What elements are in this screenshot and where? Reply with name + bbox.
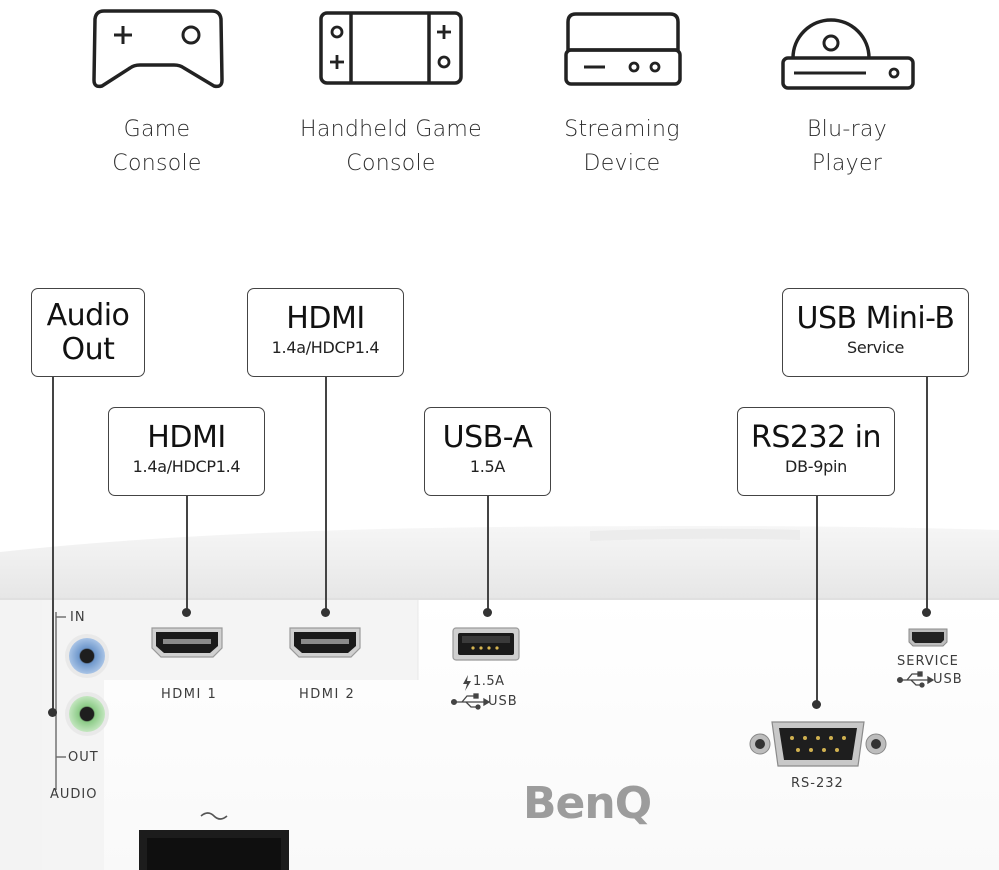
usb-a-port — [452, 627, 520, 661]
audio-in-jack — [65, 634, 109, 678]
callout-audio-out: Audio Out — [31, 288, 145, 377]
usb-symbol-icon — [450, 693, 491, 710]
power-inlet — [139, 812, 289, 870]
audio-out-label: OUT — [68, 750, 99, 765]
leader-dot-rs232 — [812, 700, 821, 709]
usb-mini-b-port — [908, 628, 948, 647]
leader-usb-mini-b — [926, 377, 928, 612]
hdmi1-label: HDMI 1 — [161, 687, 218, 702]
audio-label: AUDIO — [50, 787, 98, 802]
leader-audio-out — [52, 377, 54, 713]
streaming-device-icon — [564, 12, 682, 86]
rs232-label: RS-232 — [791, 776, 844, 791]
callout-hdmi-2: HDMI 1.4a/HDCP1.4 — [247, 288, 404, 377]
leader-dot-hdmi-2 — [321, 608, 330, 617]
leader-hdmi-2 — [325, 377, 327, 612]
service-label: SERVICE — [897, 654, 959, 669]
game-console-icon — [92, 9, 224, 89]
audio-in-label: IN — [70, 610, 86, 625]
leader-dot-hdmi-1 — [182, 608, 191, 617]
usb-power-label: 1.5A — [473, 674, 505, 689]
callout-hdmi-1: HDMI 1.4a/HDCP1.4 — [108, 407, 265, 496]
leader-hdmi-1 — [186, 496, 188, 612]
callout-usb-a: USB-A 1.5A — [424, 407, 551, 496]
leader-dot-usb-a — [483, 608, 492, 617]
service-usb-symbol-icon — [896, 671, 935, 688]
hdmi-2-port — [289, 627, 361, 658]
brand-logo: BenQ — [523, 778, 652, 829]
leader-usb-a — [487, 496, 489, 612]
audio-out-jack — [65, 692, 109, 736]
usb-label: USB — [488, 694, 518, 709]
callout-rs232: RS232 in DB-9pin — [737, 407, 895, 496]
hdmi2-label: HDMI 2 — [299, 687, 356, 702]
power-bolt-icon — [463, 675, 471, 691]
handheld-console-icon — [319, 11, 463, 85]
leader-rs232 — [816, 496, 818, 704]
bluray-player-icon — [781, 18, 915, 90]
service-usb-label: USB — [933, 672, 963, 687]
callout-usb-mini-b: USB Mini-B Service — [782, 288, 969, 377]
leader-dot-audio-out — [48, 708, 57, 717]
hdmi-1-port — [151, 627, 223, 658]
rs232-port — [749, 721, 887, 767]
leader-dot-usb-mini-b — [922, 608, 931, 617]
